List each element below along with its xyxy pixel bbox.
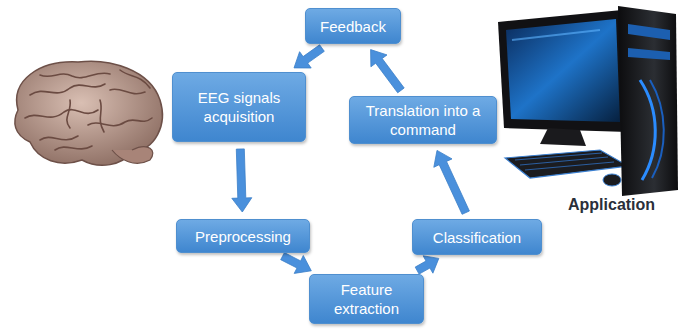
- flow-arrow: [294, 45, 324, 68]
- box-text: Feature extraction: [318, 280, 415, 318]
- process-box: Translation into a command: [349, 96, 497, 144]
- flow-arrow: [281, 253, 312, 274]
- process-box: Feature extraction: [309, 274, 424, 324]
- flow-arrow: [371, 50, 405, 93]
- box-text: EEG signals acquisition: [181, 88, 297, 126]
- application-label: Application: [568, 196, 655, 214]
- box-text: Preprocessing: [195, 227, 291, 246]
- brain-picture: [15, 61, 162, 165]
- flow-arrow: [415, 256, 439, 274]
- flow-arrow: [232, 149, 252, 212]
- process-box: Classification: [412, 219, 542, 255]
- process-box: Preprocessing: [176, 219, 310, 253]
- box-text: Classification: [433, 228, 521, 247]
- flow-arrow: [434, 150, 470, 214]
- box-text: Feedback: [320, 17, 386, 36]
- process-box: EEG signals acquisition: [172, 72, 306, 142]
- box-text: Translation into a command: [358, 101, 488, 139]
- process-box: Feedback: [305, 8, 401, 44]
- computer-picture: [498, 6, 678, 196]
